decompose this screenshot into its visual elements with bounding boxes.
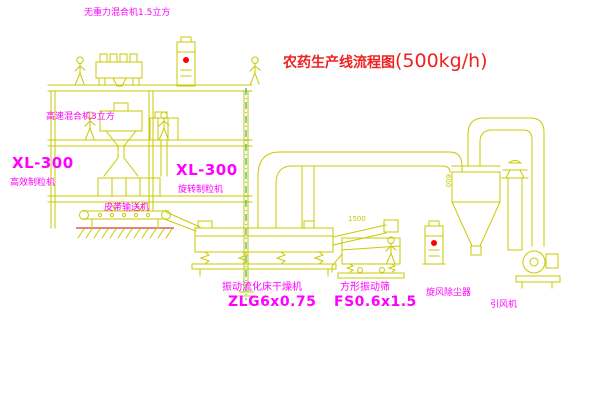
- belt-conveyor-unit: [79, 210, 201, 232]
- dimension-duct-diameter: 600: [444, 174, 452, 188]
- label-fan: 引风机: [490, 300, 518, 310]
- label-gravity-mixer: 无重力混合机1.5立方: [84, 8, 171, 18]
- label-screen-model: FS0.6x1.5: [334, 294, 417, 310]
- indicator-dot: [431, 240, 437, 246]
- control-cabinet-right: [422, 220, 446, 265]
- gravity-mixer-unit: [95, 53, 143, 87]
- fluid-bed-dryer-unit: [191, 220, 337, 277]
- label-left-granulator-name: 高效制粒机: [10, 178, 56, 188]
- exhaust-duct: [257, 151, 463, 229]
- worker-icon: [249, 56, 261, 85]
- label-dryer-model: ZLG6x0.75: [228, 294, 317, 310]
- title-capacity: (500kg/h): [395, 50, 488, 72]
- label-dryer-name: 振动流化床干燥机: [222, 282, 302, 293]
- label-high-speed-mixer: 高速混合机3立方: [46, 112, 115, 122]
- worker-icon: [74, 56, 86, 85]
- cyclone-separator-unit: [451, 117, 545, 256]
- control-cabinet-top: [176, 36, 196, 87]
- label-left-granulator-model: XL-300: [12, 154, 74, 172]
- drawing-title: 农药生产线流程图(500kg/h): [283, 50, 488, 72]
- ground-hatch: [77, 228, 173, 239]
- high-speed-mixer-unit: [99, 102, 143, 177]
- granulator-unit: [97, 177, 161, 211]
- title-text: 农药生产线流程图: [283, 55, 395, 71]
- label-belt-conveyor: 皮带输送机: [104, 203, 150, 213]
- label-rotary-granulator-name: 旋转制粒机: [178, 185, 224, 195]
- vibrating-screen-unit: [331, 219, 405, 279]
- exhaust-stack: [501, 160, 529, 251]
- worker-icon: [385, 236, 397, 265]
- indicator-dot: [183, 57, 189, 63]
- induced-draft-fan-unit: [515, 250, 561, 289]
- label-rotary-granulator-model: XL-300: [176, 161, 238, 179]
- dimension-screen-length: 1500: [348, 215, 366, 223]
- label-cyclone: 旋风除尘器: [426, 288, 472, 298]
- label-screen-name: 方形振动筛: [340, 282, 390, 293]
